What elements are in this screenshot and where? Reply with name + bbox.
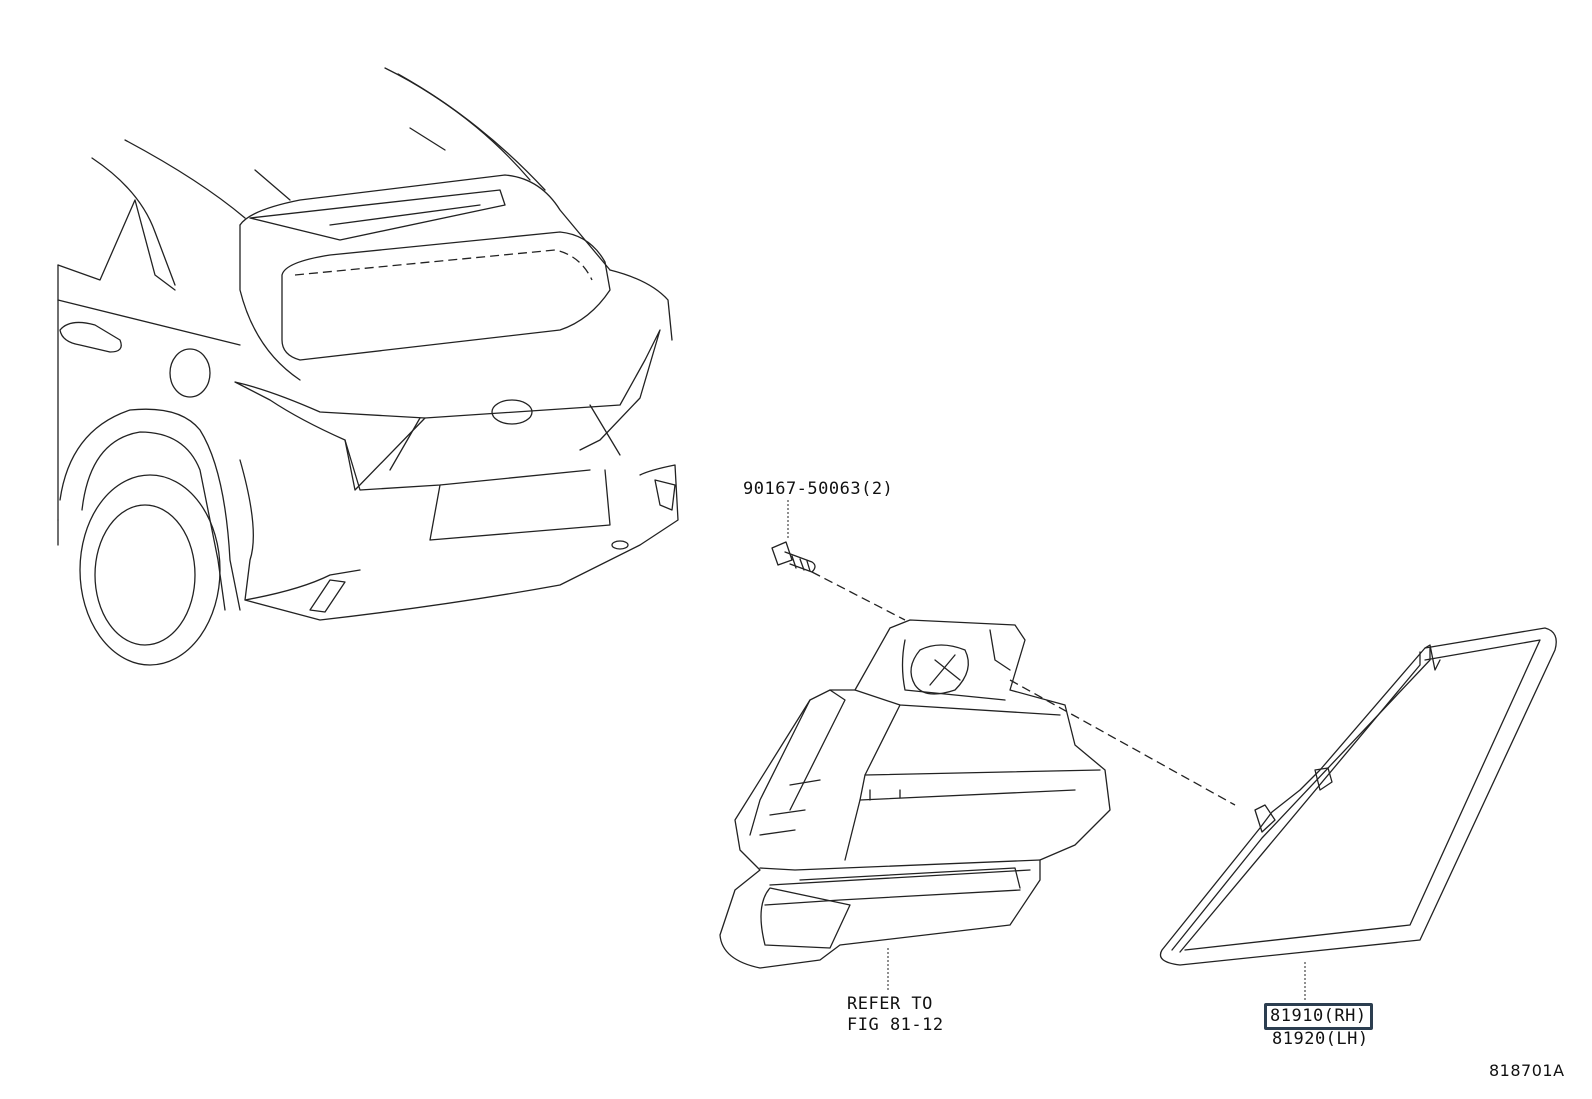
assembly-line-screw xyxy=(811,571,906,621)
rear-lamp-lens-81910 xyxy=(1159,627,1557,1000)
refer-fig-label: FIG 81-12 xyxy=(847,1015,944,1035)
refer-to-label: REFER TO xyxy=(847,994,933,1014)
vehicle-rear-illustration xyxy=(57,67,679,666)
lamp-rh-part-number-label: 81910(RH) xyxy=(1264,1003,1373,1030)
screw-90167-50063 xyxy=(771,500,816,573)
lamp-housing-assembly xyxy=(719,619,1111,990)
lamp-lh-part-number-label: 81920(LH) xyxy=(1272,1029,1369,1049)
diagram-id-label: 818701A xyxy=(1489,1061,1565,1080)
screw-part-number-label: 90167-50063(2) xyxy=(743,479,894,499)
